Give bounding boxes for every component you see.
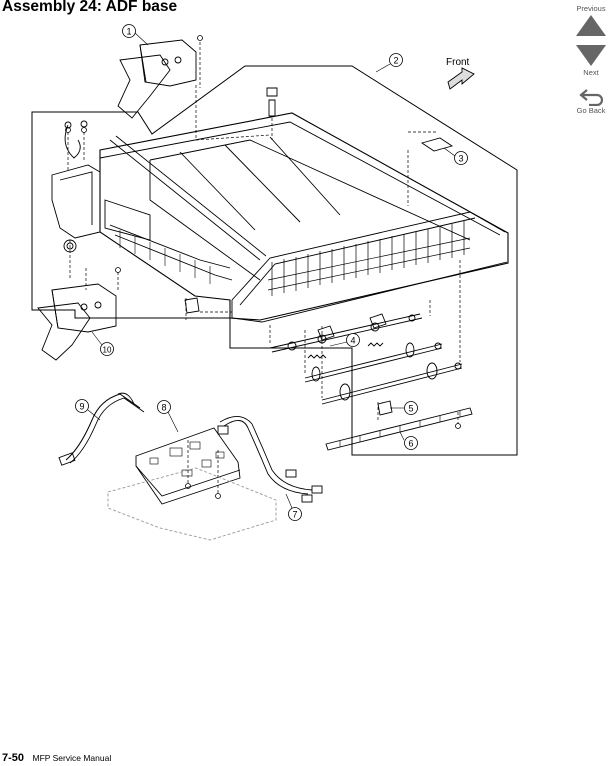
page-footer: 7-50 MFP Service Manual: [2, 748, 111, 766]
callout-3: 3: [458, 154, 463, 164]
next-label: Next: [583, 68, 599, 77]
callout-9: 9: [79, 402, 84, 412]
page-title: Assembly 24: ADF base: [2, 0, 178, 15]
callout-1: 1: [126, 27, 131, 37]
next-nav[interactable]: Next: [573, 42, 608, 77]
previous-nav[interactable]: Previous: [573, 4, 608, 39]
go-back-nav[interactable]: Go Back: [573, 86, 608, 115]
callout-4: 4: [350, 336, 355, 346]
previous-arrow-icon[interactable]: [573, 13, 608, 39]
next-arrow-icon[interactable]: [573, 42, 608, 68]
manual-title: MFP Service Manual: [32, 753, 112, 763]
callout-2: 2: [393, 56, 398, 66]
page-number: 7-50: [2, 752, 25, 764]
callout-10: 10: [103, 346, 112, 355]
previous-label: Previous: [576, 4, 606, 13]
callout-8: 8: [161, 403, 166, 413]
front-arrow-icon: [447, 67, 475, 90]
go-back-label: Go Back: [576, 106, 606, 115]
callout-7: 7: [292, 510, 297, 520]
front-label: Front: [446, 57, 470, 68]
callout-5: 5: [408, 404, 413, 414]
callout-6: 6: [408, 439, 413, 449]
go-back-arrow-icon[interactable]: [573, 86, 608, 106]
